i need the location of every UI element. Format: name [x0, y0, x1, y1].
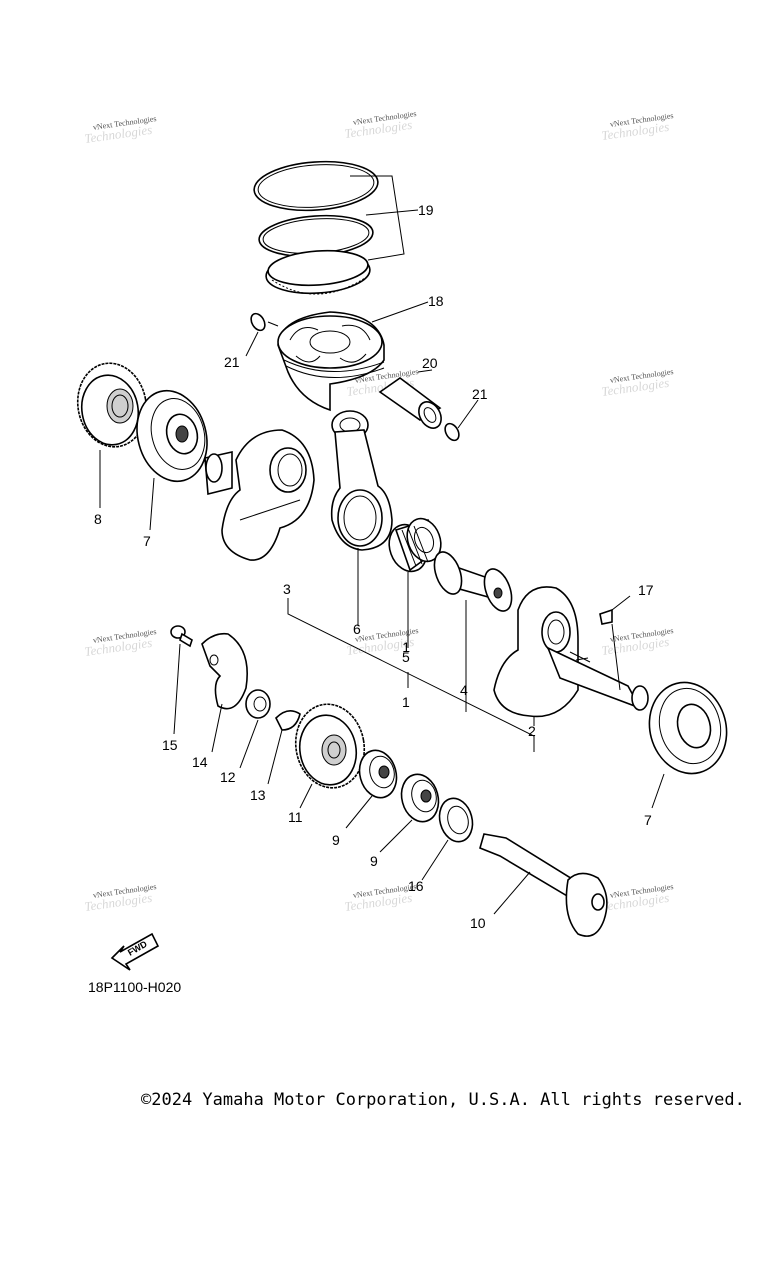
- label-part-7: 7: [644, 812, 652, 828]
- label-part-21: 21: [472, 386, 488, 402]
- watermark: Technologies vNext Technologies: [600, 111, 674, 143]
- crank-pin: [433, 551, 513, 612]
- connecting-rod: [330, 410, 393, 551]
- label-part-12: 12: [220, 769, 236, 785]
- label-part-2: 2: [528, 723, 536, 739]
- label-part-4: 4: [460, 682, 468, 698]
- label-part-13: 13: [250, 787, 266, 803]
- crank-web-right: [493, 586, 649, 718]
- balancer-shaft: [479, 833, 608, 937]
- label-part-5: 5: [402, 649, 410, 665]
- label-part-7: 7: [143, 533, 151, 549]
- lock-washer: [275, 710, 301, 731]
- label-part-9: 9: [370, 853, 378, 869]
- watermark: Technologies vNext Technologies: [83, 627, 157, 659]
- label-part-1: 1: [402, 694, 410, 710]
- label-part-16: 16: [408, 878, 424, 894]
- watermark: Technologies vNext Technologies: [83, 114, 157, 146]
- watermark: Technologies vNext Technologies: [343, 109, 417, 141]
- balancer-bearing: [358, 749, 398, 799]
- label-part-14: 14: [192, 754, 208, 770]
- piston: [277, 311, 385, 412]
- fwd-arrow: FWD: [110, 932, 160, 971]
- label-part-11: 11: [288, 809, 303, 825]
- label-part-10: 10: [470, 915, 486, 931]
- leader-lines: [99, 175, 665, 915]
- label-part-19: 19: [418, 202, 434, 218]
- circlip: [250, 312, 266, 332]
- main-bearing: [648, 681, 728, 775]
- watermark: Technologies vNext Technologies: [83, 882, 157, 914]
- balancer-gear: [294, 703, 366, 789]
- needle-bearing: [388, 517, 442, 573]
- balancer-weight: [201, 632, 248, 710]
- label-part-9: 9: [332, 832, 340, 848]
- part-labels: 1 1 2 3 4 6 5 7 7 8 9 9 10 11 12 13 14 1…: [94, 202, 654, 931]
- drive-gear: [76, 362, 148, 448]
- bolt: [170, 625, 193, 648]
- label-part-18: 18: [428, 293, 444, 309]
- piston-pin: [378, 377, 442, 429]
- watermark: Technologies vNext Technologies: [600, 367, 674, 399]
- label-part-3: 3: [283, 581, 291, 597]
- label-part-17: 17: [638, 582, 654, 598]
- label-part-1: 1: [402, 639, 410, 655]
- balancer-needle-bearing: [438, 797, 474, 843]
- label-part-15: 15: [162, 737, 178, 753]
- diagram-code: 18P1100-H020: [88, 979, 182, 995]
- label-part-21: 21: [224, 354, 240, 370]
- balancer-bearing: [400, 773, 440, 823]
- label-part-8: 8: [94, 511, 102, 527]
- label-part-20: 20: [422, 355, 438, 371]
- circlip: [444, 422, 460, 442]
- main-bearing: [136, 389, 208, 483]
- watermark: Technologies vNext Technologies: [600, 882, 674, 914]
- copyright-notice: ©2024 Yamaha Motor Corporation, U.S.A. A…: [141, 1090, 745, 1110]
- label-part-6: 6: [353, 621, 361, 637]
- watermark: Technologies vNext Technologies: [600, 626, 674, 658]
- piston-rings: [253, 160, 379, 295]
- crank-web-left: [204, 429, 315, 561]
- woodruff-key: [599, 608, 613, 625]
- balancer-weight-hole: [209, 654, 219, 666]
- nut: [245, 689, 271, 719]
